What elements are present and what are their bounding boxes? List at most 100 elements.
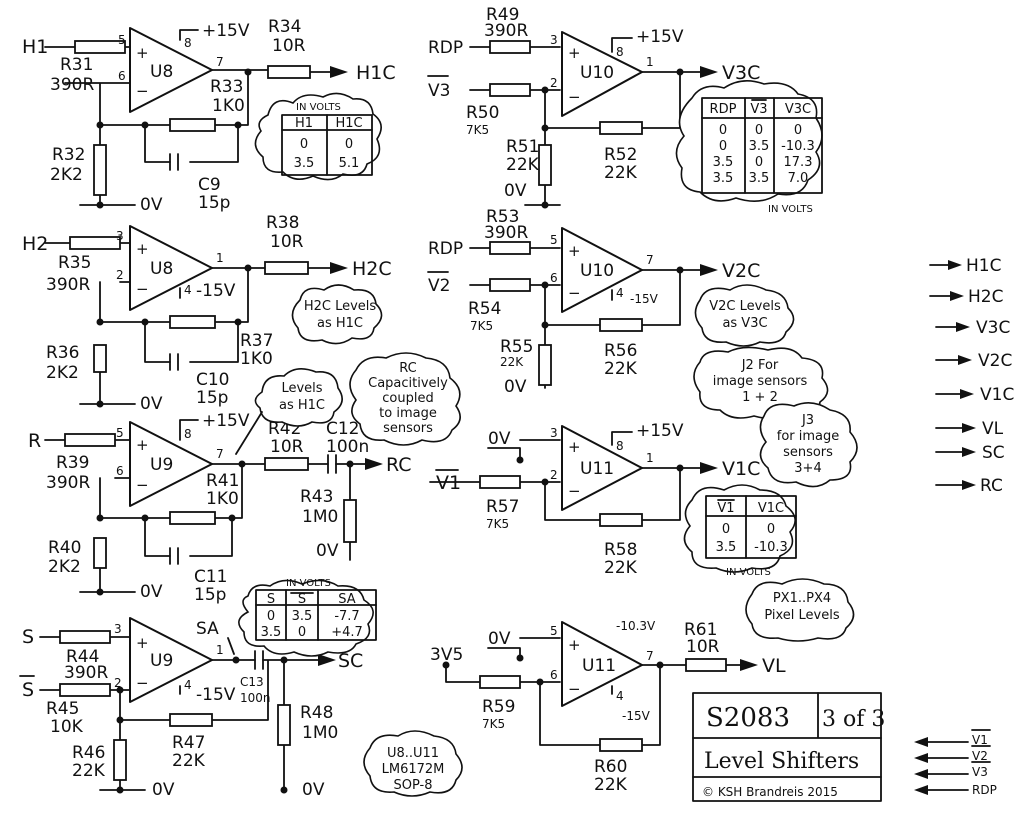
note-bubble — [254, 368, 343, 427]
junction — [96, 514, 104, 522]
resistor-r55 — [538, 344, 552, 386]
output-connector-list: H1C H2C V3C V2C V1C VL SC RC — [929, 256, 1014, 496]
amp-label: U11 — [580, 459, 614, 479]
note-text: sensors — [383, 421, 433, 436]
pin-number: 1 — [216, 251, 224, 265]
junction — [96, 201, 104, 209]
resistor-r49 — [489, 40, 531, 54]
ref-label: R46 — [72, 743, 105, 763]
resistor-r60 — [599, 738, 643, 752]
value-label: 7K5 — [466, 123, 489, 137]
value-label: 22K — [604, 558, 638, 578]
note-text: H2C Levels — [304, 299, 377, 314]
input-label: 0V — [488, 429, 511, 449]
resistor-r51 — [538, 144, 552, 186]
note-text: U8..U11 — [387, 746, 439, 761]
input-label: V3 — [428, 81, 450, 101]
junction — [141, 121, 149, 129]
table-cell: -7.7 — [334, 609, 359, 624]
pin-number: 6 — [116, 464, 124, 478]
capacitor-c13 — [254, 650, 264, 670]
symbol-minus: − — [136, 280, 149, 298]
supply-label: +15V — [636, 421, 684, 441]
ground-label: 0V — [140, 582, 163, 602]
note-text: J2 For — [741, 358, 779, 373]
amp-label: U8 — [150, 259, 173, 279]
ref-label: R57 — [486, 497, 519, 517]
table-header: H1C — [335, 116, 362, 131]
resistor-r46 — [113, 739, 127, 781]
note-text: sensors — [783, 445, 833, 460]
output-label: V1C — [722, 458, 760, 480]
title-block-frame — [692, 692, 882, 802]
opamp-u10-a — [561, 31, 643, 117]
ref-label: R47 — [172, 733, 205, 753]
symbol-plus: + — [136, 44, 149, 62]
table-header: V3C — [785, 102, 811, 117]
junction — [280, 786, 288, 794]
pin-number: 4 — [184, 678, 192, 692]
resistor-r34 — [267, 65, 311, 79]
resistor-r57 — [479, 475, 521, 489]
output-label: V3C — [722, 62, 760, 84]
note-j3: J3 for image sensors 3+4 — [759, 402, 858, 488]
pin-number: 8 — [184, 427, 192, 441]
junction — [244, 264, 252, 272]
opamp-u11-b — [561, 621, 643, 707]
note-j2: J2 For image sensors 1 + 2 — [693, 346, 829, 420]
note-text: SOP-8 — [394, 778, 433, 793]
resistor-r43 — [343, 499, 357, 543]
table-cell: 7.0 — [788, 171, 809, 186]
output-item: H1C — [966, 256, 1001, 276]
input-label: RDP — [428, 239, 463, 259]
ref-label: R59 — [482, 697, 515, 717]
junction — [516, 456, 524, 464]
junction — [244, 68, 252, 76]
pin-number: 7 — [646, 253, 654, 267]
ground-label: 0V — [504, 181, 527, 201]
output-label: SC — [338, 650, 363, 672]
pin-number: 8 — [184, 36, 192, 50]
value-label: 7K5 — [482, 717, 505, 731]
resistor-r44 — [59, 630, 111, 644]
input-label: S — [22, 626, 34, 648]
value-label: 2K2 — [46, 363, 79, 383]
note-text: Pixel Levels — [764, 608, 840, 623]
table-header: V3 — [750, 102, 767, 117]
input-label: 3V5 — [430, 645, 463, 665]
note-bubble — [694, 284, 795, 347]
pin-number: 4 — [184, 283, 192, 297]
pin-number: 3 — [116, 229, 124, 243]
resistor-r32 — [93, 144, 107, 196]
pin-number: 5 — [118, 33, 126, 47]
resistor-r36 — [93, 344, 107, 373]
input-connector-list: V1 V2 V3 RDP — [914, 729, 997, 797]
stage-h1c: + − H1 5 6 7 8 U8 +15V R31 390R R32 2K2 … — [22, 17, 396, 215]
value-label: 22K — [594, 775, 628, 795]
ref-label: R53 — [486, 207, 519, 227]
output-item: H2C — [968, 287, 1003, 307]
value-label: 15p — [196, 388, 228, 408]
copyright: © KSH Brandreis 2015 — [702, 785, 838, 799]
pin-number: 3 — [114, 622, 122, 636]
junction — [541, 281, 549, 289]
supply-label: +15V — [636, 27, 684, 47]
pin-number: 1 — [646, 451, 654, 465]
pin-number: 6 — [550, 668, 558, 682]
value-label: 7K5 — [486, 517, 509, 531]
table-sc-levels: IN VOLTS S S SA 0 3.5 -7.7 3.5 0 +4.7 — [238, 578, 377, 657]
arrow-v3c — [700, 66, 718, 78]
node-label: SA — [196, 619, 219, 639]
ref-label: R58 — [604, 540, 637, 560]
junction — [676, 464, 684, 472]
junction — [656, 661, 664, 669]
note-text: for image — [777, 429, 840, 444]
note-text: V2C Levels — [709, 299, 781, 314]
table-cell: 0 — [719, 139, 727, 154]
stage-vl: + − 0V 3V5 5 6 7 4 U11 -15V -10.3V R59 7… — [430, 619, 786, 795]
note-text: LM6172M — [382, 762, 445, 777]
pin-number: 6 — [550, 271, 558, 285]
junction — [96, 588, 104, 596]
input-label: H1 — [22, 36, 48, 58]
junction — [516, 654, 524, 662]
